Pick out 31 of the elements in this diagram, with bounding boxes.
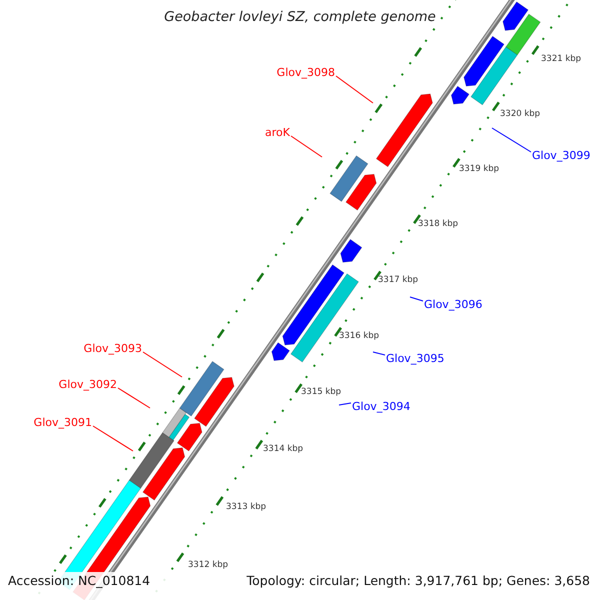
tick-label: 3319 kbp (459, 165, 500, 174)
gene-label: aroK (265, 127, 290, 138)
gene-label: Glov_3099 (532, 150, 590, 161)
tick-label: 3313 kbp (226, 503, 266, 512)
gene-label: Glov_3095 (386, 353, 444, 364)
genome-info-text: Topology: circular; Length: 3,917,761 bp; Genes: 3,658 (246, 575, 590, 588)
gene-label: Glov_3091 (34, 417, 92, 428)
leader-line (290, 136, 322, 158)
gene-label: Glov_3098 (276, 67, 335, 78)
tick-label: 3315 kbp (301, 388, 342, 396)
leader-line (92, 426, 134, 452)
tick-label: 3318 kbp (418, 220, 458, 228)
gene-label: Glov_3092 (58, 379, 117, 390)
tick-label: 3312 kbp (188, 561, 228, 570)
leader-line (118, 388, 150, 408)
leader-line (372, 352, 386, 356)
leader-line (338, 402, 352, 406)
accession-text: Accession: NC_010814 (8, 575, 150, 588)
gene-label: Glov_3096 (424, 299, 482, 310)
tick-label: 3320 kbp (500, 110, 540, 118)
leader-line (410, 296, 424, 302)
tick-label: 3314 kbp (263, 445, 304, 454)
gene-label: Glov_3093 (84, 343, 142, 354)
leader-line (492, 128, 532, 152)
leader-line (336, 76, 374, 104)
leader-line (142, 352, 182, 378)
tick-label: 3317 kbp (378, 276, 418, 284)
tick-label: 3316 kbp (339, 332, 380, 340)
title: Geobacter lovleyi SZ, complete genome (163, 11, 437, 24)
gene-label: Glov_3094 (352, 401, 410, 412)
tick-label: 3321 kbp (541, 55, 582, 64)
